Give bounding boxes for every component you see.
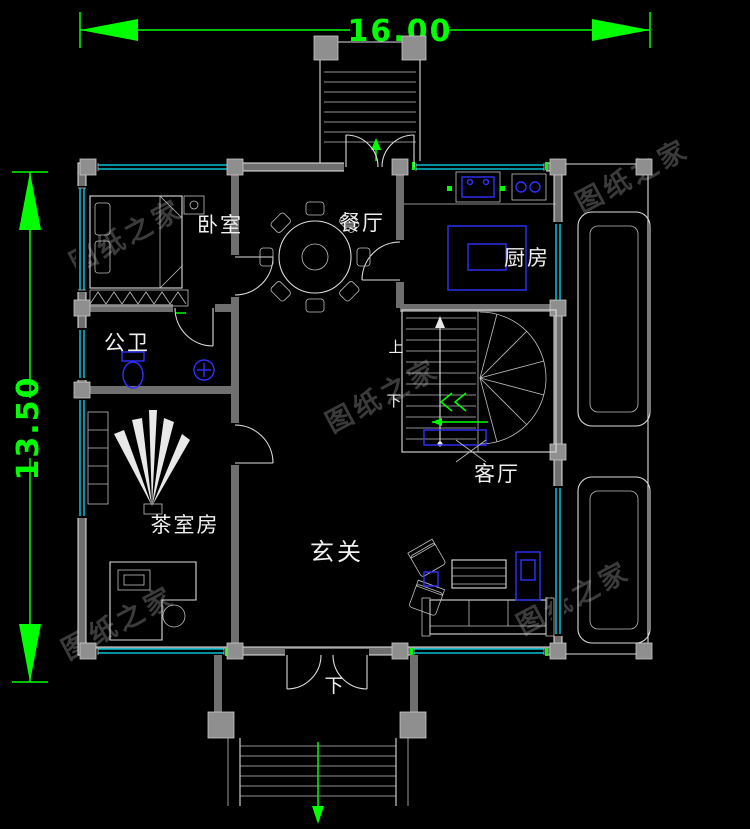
dining-table-icon xyxy=(259,201,371,313)
section-cut-icon xyxy=(455,439,487,463)
porch-column xyxy=(401,35,427,61)
watermark-text: 图纸之家 xyxy=(570,133,695,219)
computer-desk-icon xyxy=(109,561,197,641)
watermark-text: 图纸之家 xyxy=(511,555,636,641)
window-bathroom-west xyxy=(79,330,85,378)
window-kitchen-north xyxy=(415,163,545,171)
dimension-top: 16.00 xyxy=(79,12,651,49)
kitchen-fixtures xyxy=(404,171,556,291)
stair-up-label: 上 xyxy=(388,338,403,356)
sofa-icon xyxy=(421,597,555,637)
entry-axis-arrow-bottom xyxy=(312,742,324,824)
porch-column xyxy=(313,35,339,61)
bedroom-furniture xyxy=(89,195,205,307)
bay-window-bottom xyxy=(577,476,651,644)
room-label-living: 客厅 xyxy=(474,462,520,486)
window-living-east xyxy=(555,488,561,634)
windows xyxy=(78,162,561,656)
door-bedroom xyxy=(234,256,274,296)
wardrobe-icon xyxy=(89,289,189,307)
coffee-table-icon xyxy=(451,559,507,589)
sink-icon xyxy=(447,171,505,203)
stair-winder xyxy=(477,310,547,452)
shelf-icon xyxy=(87,411,109,505)
door-tearoom xyxy=(234,424,274,464)
door-main-entry-bottom xyxy=(286,654,368,690)
toilet-icon xyxy=(121,351,145,389)
armchair-icon xyxy=(407,538,446,577)
window-green-ticks xyxy=(93,162,548,656)
dimension-arrow-left xyxy=(80,19,138,41)
stove-icon xyxy=(511,173,547,201)
top-porch-steps xyxy=(324,71,416,143)
armchair-icon xyxy=(409,579,446,616)
staircase xyxy=(401,309,557,463)
stair-green-marks xyxy=(432,392,488,426)
bottom-porch xyxy=(207,655,427,824)
dimension-left: 13.50 xyxy=(11,171,48,683)
tea-room-furniture xyxy=(87,410,197,641)
plant-icon xyxy=(114,410,190,515)
door-main-entry-top xyxy=(345,134,415,168)
stair-treads xyxy=(406,317,476,440)
living-room-furniture xyxy=(407,538,555,637)
room-label-bedroom: 卧室 xyxy=(197,213,243,237)
dimension-arrow-up xyxy=(19,172,41,230)
right-balconies xyxy=(562,163,651,655)
door-kitchen xyxy=(361,241,401,281)
window-tearoom-south xyxy=(97,647,225,655)
desk-chair-icon xyxy=(162,604,186,628)
room-label-dining: 餐厅 xyxy=(339,211,385,235)
side-table-icon xyxy=(423,571,439,587)
watermark-text: 图纸之家 xyxy=(320,353,445,439)
dimension-arrow-down xyxy=(19,624,41,682)
top-dimension-label: 16.00 xyxy=(348,14,453,49)
columns xyxy=(73,158,653,660)
kitchen-island-icon xyxy=(447,225,527,291)
tv-stand-icon xyxy=(515,551,541,601)
room-label-bathroom: 公卫 xyxy=(104,331,150,355)
floor-drain-icon xyxy=(193,359,215,381)
entry-steps xyxy=(227,738,409,806)
door-bathroom xyxy=(174,307,214,347)
nightstand-icon xyxy=(183,195,205,215)
doors xyxy=(174,134,415,690)
porch-column xyxy=(399,711,427,739)
bay-window-top xyxy=(577,211,651,427)
porch-column xyxy=(207,711,235,739)
entrance-down-label: 下 xyxy=(324,675,343,697)
room-label-tearoom: 茶室房 xyxy=(151,513,220,537)
room-label-foyer: 玄关 xyxy=(310,538,364,566)
top-porch xyxy=(313,35,427,166)
window-kitchen-east xyxy=(555,224,561,302)
stair-down-label: 下 xyxy=(386,392,401,410)
room-labels: 卧室 餐厅 厨房 公卫 茶室房 玄关 客厅 上 下 下 xyxy=(104,211,550,697)
stair-landing-mat xyxy=(423,429,487,446)
room-label-kitchen: 厨房 xyxy=(504,246,550,270)
interior-walls xyxy=(82,167,558,651)
bathroom-fixtures xyxy=(121,351,215,389)
left-dimension-label: 13.50 xyxy=(11,376,46,481)
window-tearoom-west xyxy=(79,400,85,516)
window-living-south xyxy=(413,647,545,655)
bed-icon xyxy=(89,195,183,289)
window-bedroom-west xyxy=(78,187,86,291)
dimension-arrow-right xyxy=(592,19,650,41)
